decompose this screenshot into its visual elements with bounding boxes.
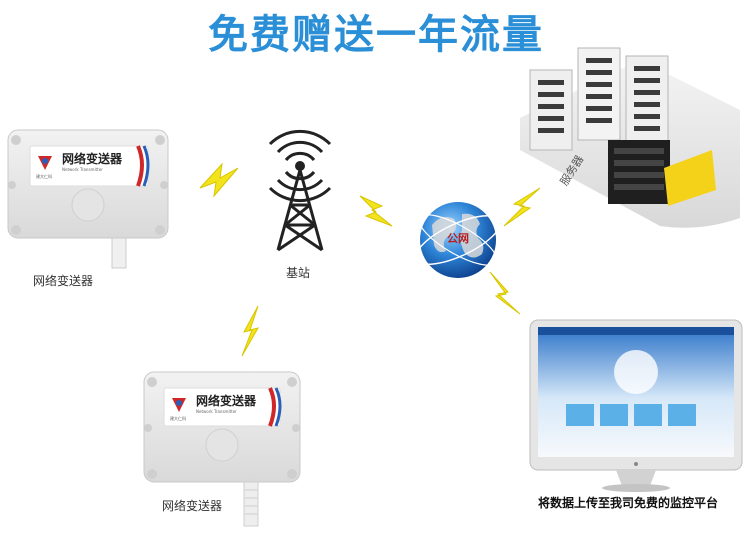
- transmitter-top: [7, 129, 169, 269]
- transmitter-bottom: [143, 371, 301, 527]
- bolt-icon: [241, 305, 260, 357]
- transmitter-top-caption: 网络变送器: [33, 274, 94, 288]
- transmitter-bottom-logo-text: 建大仁科: [170, 416, 186, 421]
- page-title: 免费赠送一年流量: [208, 12, 544, 58]
- bolt-icon: [199, 162, 239, 198]
- tower-icon: [268, 129, 332, 252]
- bolt-icon: [359, 195, 393, 227]
- bolt-icon: [503, 187, 541, 227]
- server-icon: [520, 47, 740, 228]
- monitor-caption: 将数据上传至我司免费的监控平台: [538, 496, 719, 510]
- transmitter-bottom-subtitle: Network Transmitter: [196, 409, 237, 414]
- transmitter-top-name: 网络变送器: [62, 152, 123, 166]
- transmitter-bottom-caption: 网络变送器: [162, 499, 223, 513]
- transmitter-bottom-name: 网络变送器: [196, 394, 257, 408]
- bolt-icon: [489, 271, 521, 315]
- internet-label: 公网: [447, 232, 469, 245]
- monitor-icon: [529, 319, 743, 492]
- transmitter-top-subtitle: Network Transmitter: [62, 167, 103, 172]
- transmitter-top-logo-text: 建大仁科: [36, 174, 52, 179]
- globe-icon: [415, 202, 501, 278]
- base-station-caption: 基站: [286, 266, 311, 280]
